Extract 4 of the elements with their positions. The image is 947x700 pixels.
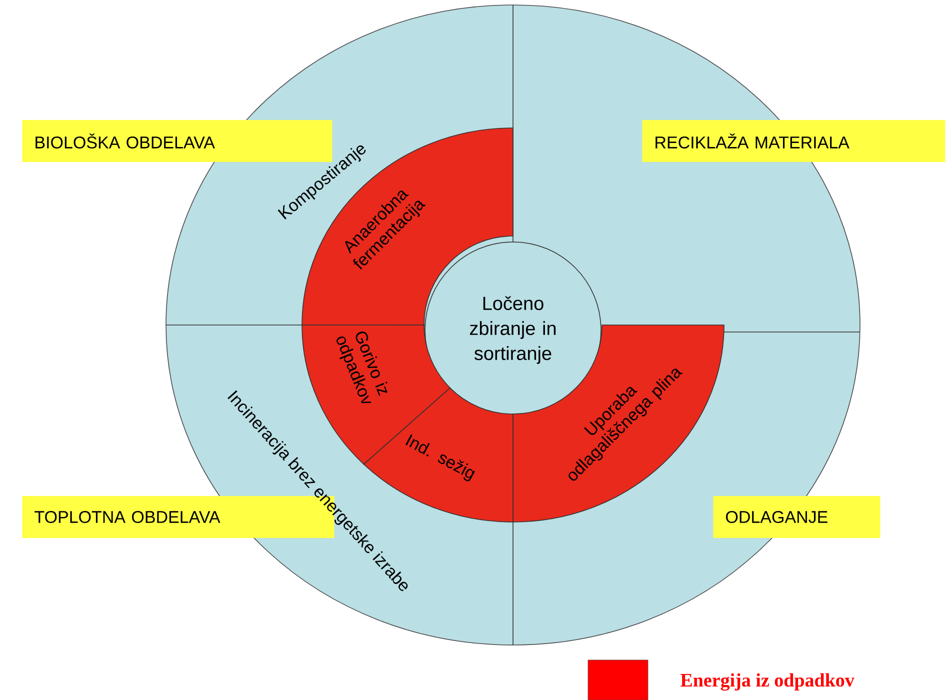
label-box: RECIKLAŽA MATERIALA — [642, 120, 946, 162]
legend-label: Energija iz odpadkov — [680, 673, 854, 691]
label-box: ODLAGANJE — [713, 496, 880, 538]
label-box: BIOLOŠKA OBDELAVA — [22, 120, 332, 162]
